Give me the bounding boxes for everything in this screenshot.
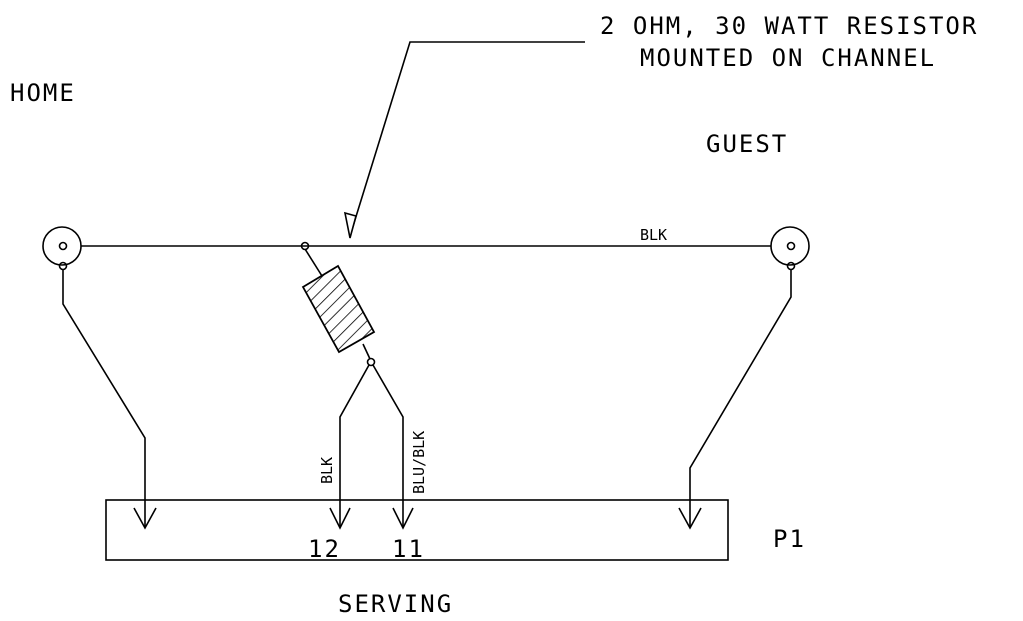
serving-label: SERVING	[338, 590, 453, 618]
connector-label: P1	[773, 525, 806, 553]
connector-p1	[105, 499, 729, 561]
blk-wire-pin-12	[339, 364, 370, 527]
resistor-note-line2: MOUNTED ON CHANNEL	[640, 44, 936, 72]
resistor-lead-top	[304, 248, 323, 277]
resistor-lead-bottom	[362, 343, 371, 360]
guest-speaker-terminal	[770, 226, 810, 271]
blu-blk-wire-pin-11	[372, 364, 404, 527]
guest-label: GUEST	[706, 130, 788, 158]
pin-12-label: 12	[308, 535, 341, 563]
resistor-2-ohm	[301, 264, 376, 354]
home-label: HOME	[10, 79, 76, 107]
note-leader-arrowhead	[343, 211, 357, 239]
blu-blk-wire-label: BLU/BLK	[410, 431, 428, 494]
note-leader-line	[349, 41, 585, 237]
junction-bottom	[366, 357, 376, 367]
guest-wire-arrowhead	[678, 507, 702, 530]
home-wire-arrowhead	[133, 507, 157, 530]
pin-12-arrowhead	[329, 507, 351, 530]
resistor-note-line1: 2 OHM, 30 WATT RESISTOR	[600, 12, 978, 40]
home-speaker-terminal	[42, 226, 82, 271]
pin-11-arrowhead	[392, 507, 414, 530]
blk-wire-label: BLK	[318, 457, 336, 484]
guest-wire	[689, 270, 792, 527]
home-wire	[62, 270, 146, 527]
pin-11-label: 11	[392, 535, 425, 563]
top-wire-label: BLK	[640, 226, 667, 244]
